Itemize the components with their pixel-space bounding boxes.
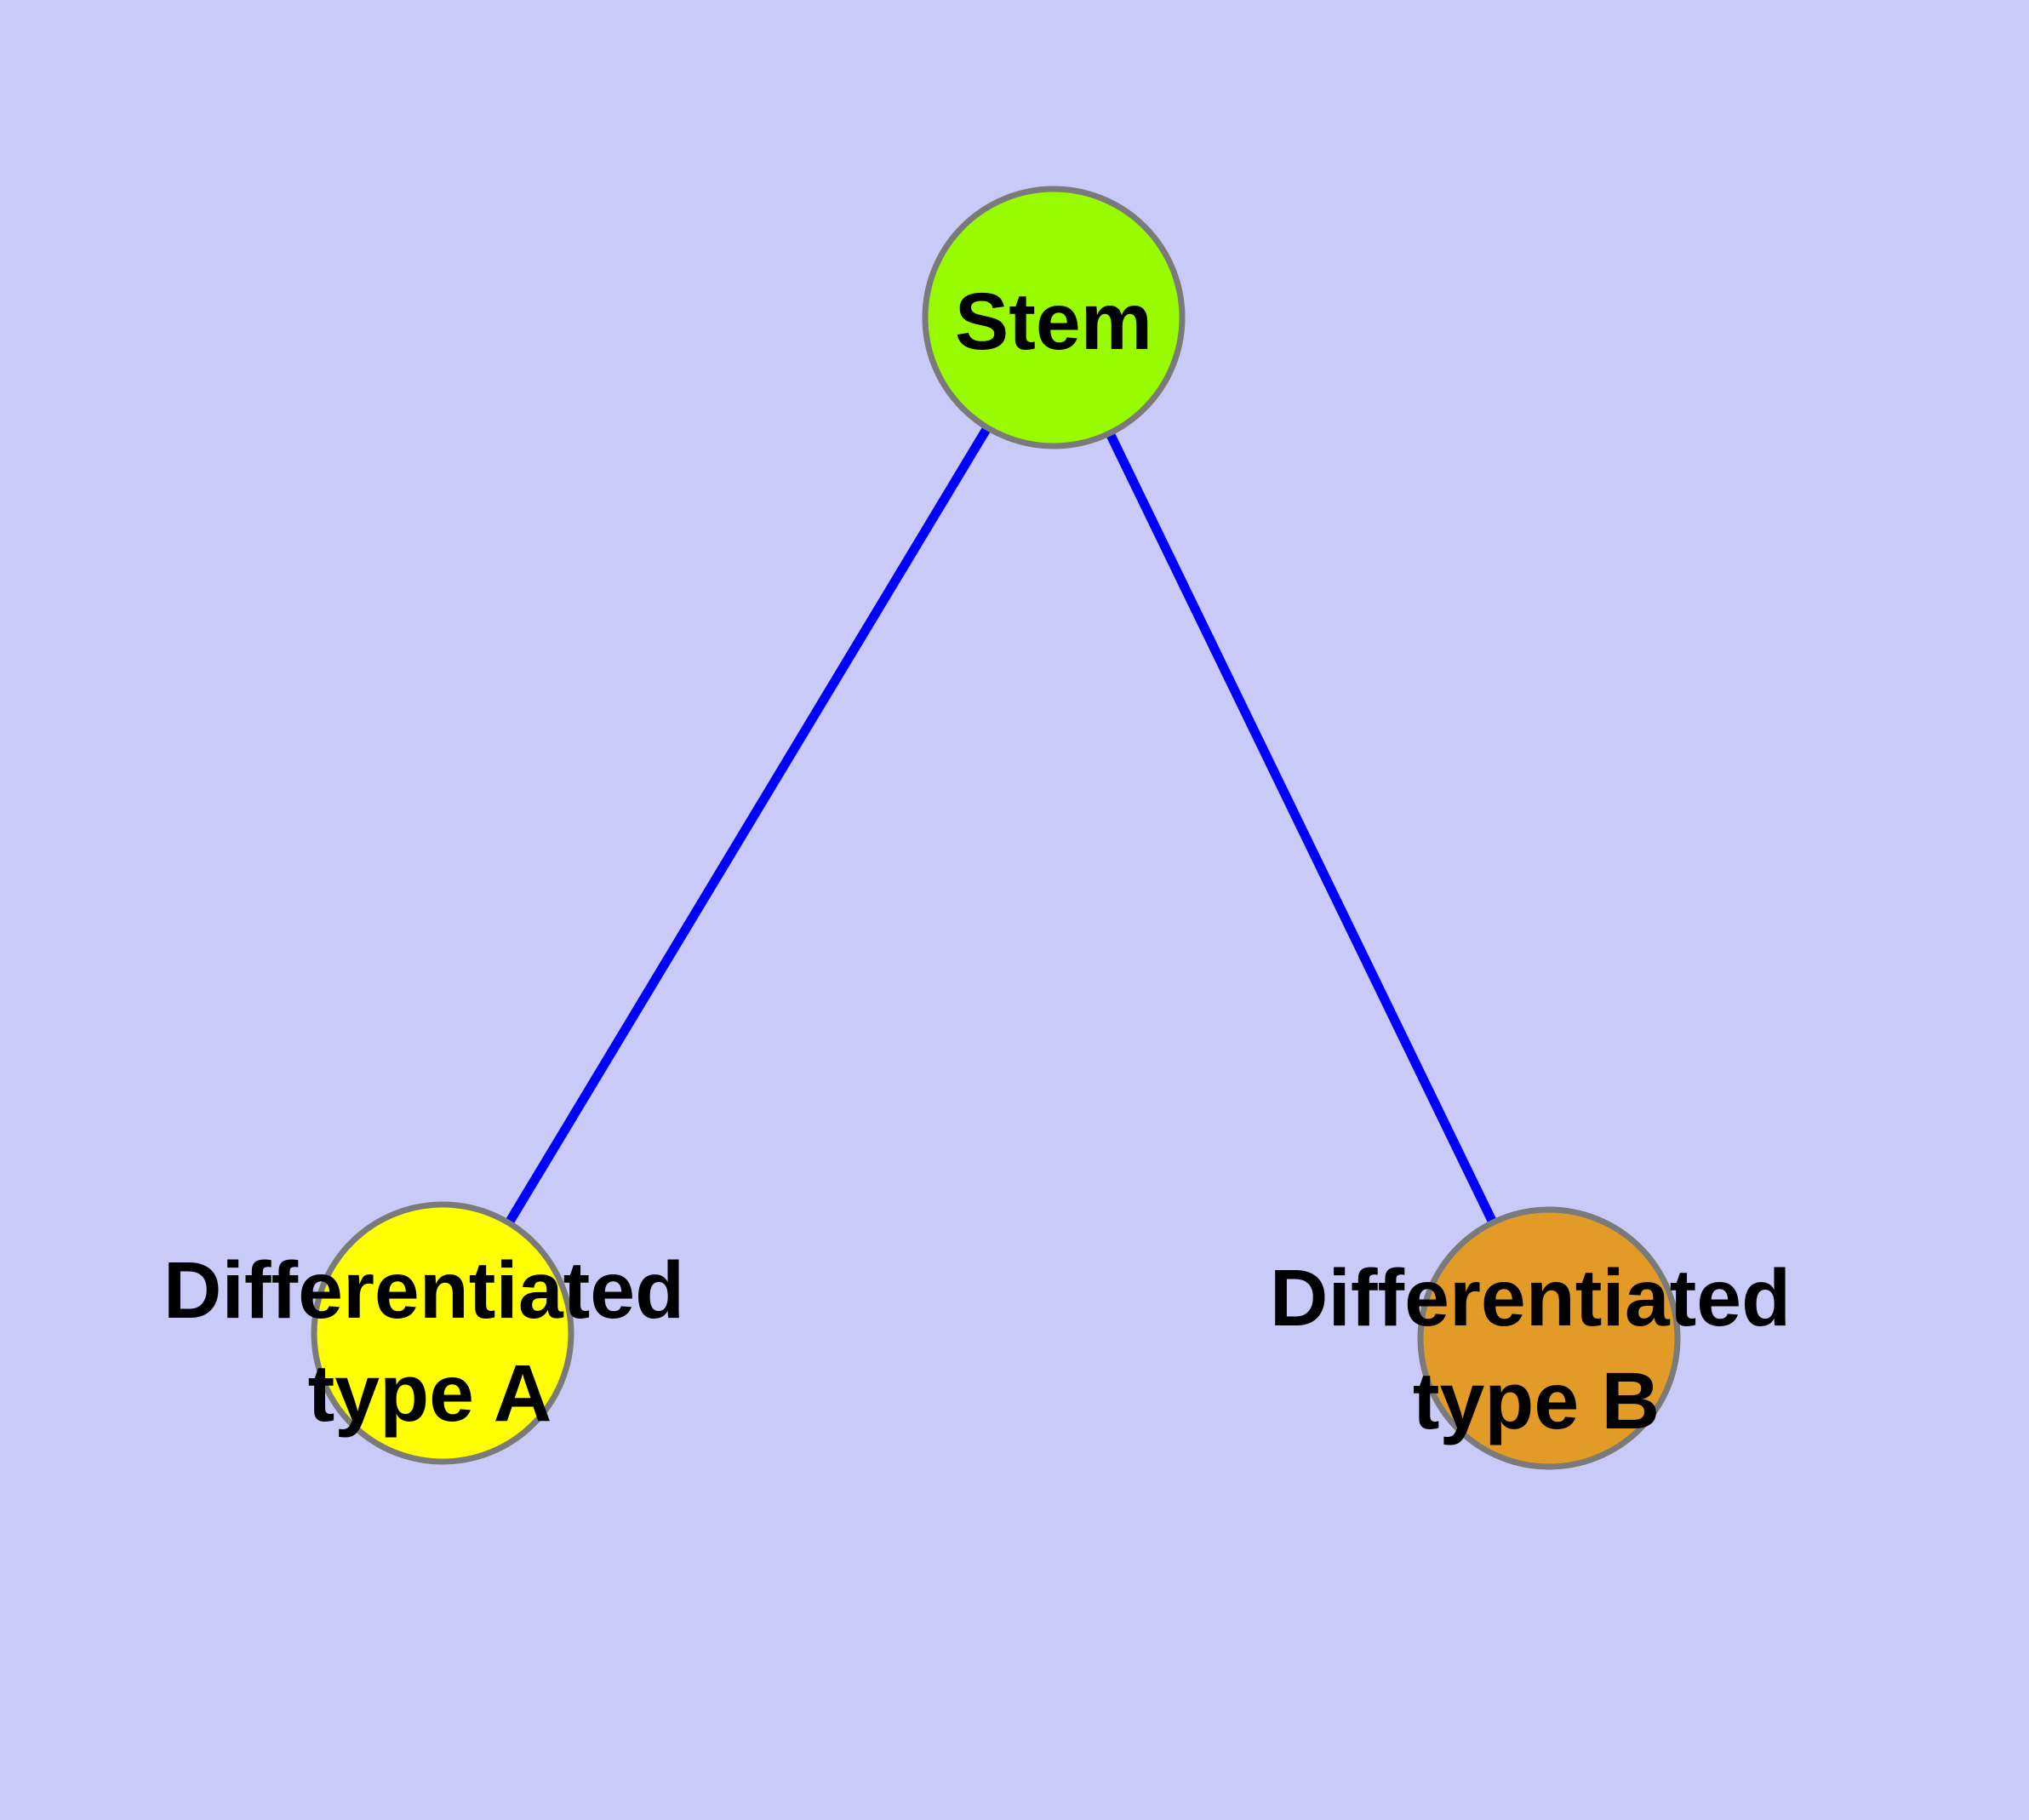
node-type-b-label-line2: type B bbox=[1413, 1356, 1660, 1446]
node-type-b-label-line1: Differentiated bbox=[1270, 1253, 1791, 1343]
node-stem-label: Stem bbox=[955, 277, 1152, 367]
node-type-a bbox=[311, 1201, 574, 1465]
edge-stem-to-type-a bbox=[437, 312, 1059, 1338]
edge-stem-to-type-b bbox=[1049, 312, 1554, 1343]
node-type-a-label-line1: Differentiated bbox=[163, 1245, 684, 1336]
node-type-a-label-line2: type A bbox=[308, 1348, 552, 1439]
node-stem bbox=[922, 186, 1186, 449]
node-type-b bbox=[1417, 1206, 1681, 1470]
